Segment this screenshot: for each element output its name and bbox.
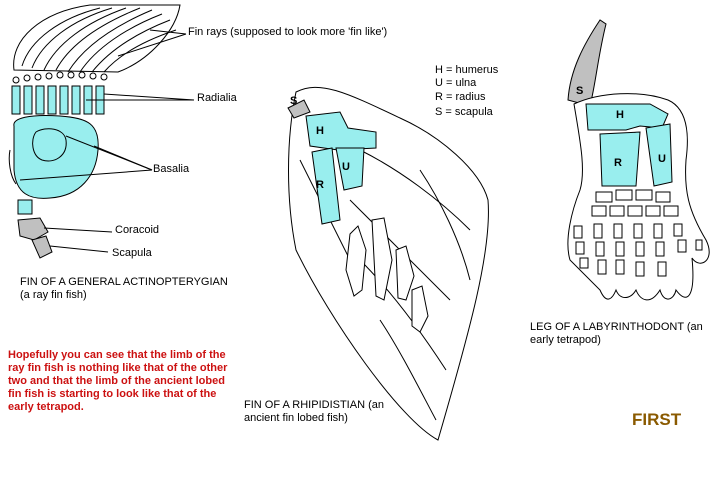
- laby-digits: [573, 223, 703, 277]
- laby-carpals: [591, 189, 679, 217]
- coracoid-bone: [17, 217, 49, 241]
- ray-fin-drawing: [8, 4, 195, 259]
- rhip-s-letter: S: [290, 95, 297, 107]
- laby-ulna: [645, 123, 673, 187]
- laby-radius: [599, 131, 641, 187]
- coracoid-label: Coracoid: [115, 224, 160, 236]
- legend-humerus: H = humerus: [435, 64, 499, 76]
- labyrinthodont-drawing: [567, 19, 710, 301]
- fin-rays-label: Fin rays (supposed to look more 'fin lik…: [188, 26, 388, 38]
- rhip-scapula: [287, 99, 311, 119]
- explanation-note: Hopefully you can see that the limb of t…: [8, 349, 228, 413]
- first-label: FIRST: [632, 410, 682, 429]
- laby-s-letter: S: [576, 85, 583, 97]
- basalia-label: Basalia: [153, 163, 190, 175]
- rhip-r-letter: R: [316, 179, 324, 191]
- fin-ray-outline: [13, 4, 181, 73]
- rhipidistian-caption: FIN OF A RHIPIDISTIAN (an ancient fin lo…: [244, 399, 384, 424]
- legend-radius: R = radius: [435, 91, 486, 103]
- scapula-bone: [31, 235, 53, 259]
- legend-ulna: U = ulna: [435, 77, 477, 89]
- rhip-h-letter: H: [316, 125, 324, 137]
- actinopterygian-caption: FIN OF A GENERAL ACTINOPTERYGIAN (a ray …: [20, 276, 228, 301]
- laby-r-letter: R: [614, 157, 622, 169]
- laby-h-letter: H: [616, 109, 624, 121]
- rhipidistian-drawing: [287, 86, 489, 441]
- laby-u-letter: U: [658, 153, 666, 165]
- laby-scapula: [567, 19, 607, 107]
- radialia-label: Radialia: [197, 92, 237, 104]
- scapula-label: Scapula: [112, 247, 152, 259]
- legend-scapula: S = scapula: [435, 106, 493, 118]
- rhip-ulna: [335, 147, 365, 191]
- labyrinthodont-caption: LEG OF A LABYRINTHODONT (an early tetrap…: [530, 321, 703, 346]
- rhip-radius: [311, 147, 341, 225]
- rhip-humerus: [305, 111, 377, 151]
- rhip-u-letter: U: [342, 161, 350, 173]
